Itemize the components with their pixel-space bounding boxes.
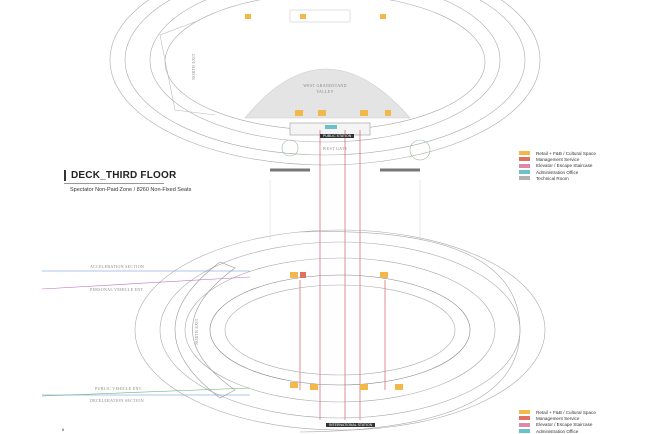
top-stadium-plan <box>109 0 541 172</box>
page-number: 6 <box>62 427 65 432</box>
acceleration-label: ACCELERATION SECTION <box>90 264 144 269</box>
legend-top: Retail + F&B / Cultural Space Management… <box>519 150 596 181</box>
west-gate-label: WEST GATE <box>323 146 348 151</box>
legend-item: Elevator / Escape Staircase <box>519 422 596 428</box>
page-title: DECK_THIRD FLOOR <box>64 170 176 181</box>
page-subtitle: Spectator Non-Paid Zone / 8260 Non-Fixed… <box>70 187 192 193</box>
deceleration-label: DECELERATION SECTION <box>90 398 144 403</box>
legend-item: Retail + F&B / Cultural Space <box>519 409 596 415</box>
public-station-tag: PUBLIC STATION <box>320 134 355 138</box>
personal-entry-label: PERSONAL VEHICLE ENT. <box>90 287 144 292</box>
legend-item: Elevator / Escape Staircase <box>519 163 596 169</box>
public-entry-label: PUBLIC VEHICLE ENT. <box>95 386 142 391</box>
projection-lines <box>269 180 421 240</box>
top-exit-label: NORTH EXIT <box>191 53 196 80</box>
bottom-stadium-plan <box>134 229 546 433</box>
title-divider <box>64 183 164 184</box>
bottom-exit-label: NORTH EXIT <box>194 318 199 345</box>
legend-item: Administration Office <box>519 169 596 175</box>
field-label: WEST GRANDSTAND <box>303 83 347 88</box>
legend-item: Management Service <box>519 156 596 162</box>
legend-item: Management Service <box>519 415 596 421</box>
legend-bottom: Retail + F&B / Cultural Space Management… <box>519 409 596 434</box>
access-roads <box>41 270 251 397</box>
legend-item: Retail + F&B / Cultural Space <box>519 150 596 156</box>
field-sublabel: VALLEY <box>316 89 333 94</box>
legend-item: Technical Room <box>519 175 596 181</box>
station-tag: INTERNATIONAL STATION <box>326 423 376 427</box>
legend-item: Administration Office <box>519 428 596 434</box>
